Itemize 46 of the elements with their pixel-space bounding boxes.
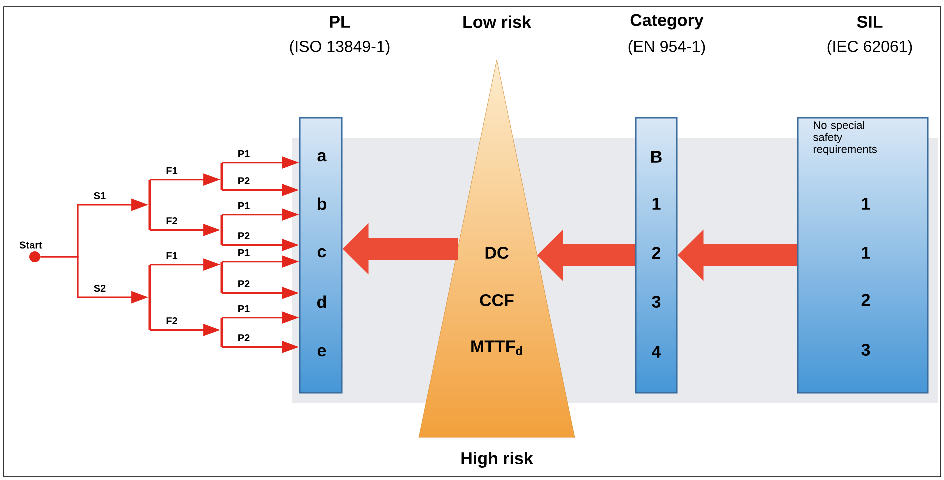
column-value: c: [318, 248, 326, 258]
standard-label: (IEC 62061): [828, 40, 912, 56]
branch-line: [220, 318, 224, 347]
edge-label: P1: [237, 249, 251, 257]
triangle-label: DC: [486, 246, 509, 260]
column-value: 1: [652, 198, 661, 210]
column-heading: PL: [330, 16, 350, 28]
column-heading: Category: [630, 14, 704, 30]
standard-label: (EN 954-1): [628, 40, 706, 56]
triangle-label: MTTF$_{d}$: [472, 340, 522, 356]
edge-label: P1: [237, 305, 251, 313]
column-value: e: [318, 347, 326, 357]
branch-line: [220, 163, 224, 190]
column-value: 1: [862, 247, 870, 259]
edge-label: P1: [237, 150, 251, 158]
edge-label: P2: [237, 177, 251, 185]
branch-line: [148, 265, 152, 330]
column-value: 3: [862, 344, 870, 356]
column-heading: SIL: [857, 16, 883, 28]
edge-label: P2: [237, 280, 251, 288]
edge-label: F2: [166, 217, 178, 225]
column-heading: Low risk: [464, 16, 532, 28]
edge-label: F2: [166, 317, 178, 325]
triangle-label: CCF: [480, 294, 514, 307]
edge-label: P1: [237, 202, 251, 210]
edge-label: S1: [93, 192, 107, 200]
start-label: Start: [20, 242, 42, 249]
column-value: d: [318, 296, 326, 308]
column-value: 4: [652, 346, 662, 358]
standard-label: (ISO 13849-1): [290, 40, 390, 56]
column-value: 2: [862, 294, 870, 306]
edge-label: P2: [237, 334, 251, 342]
edge-label: F1: [166, 252, 178, 260]
branch-line: [148, 180, 152, 230]
column-value: a: [318, 152, 327, 162]
column-value: B: [652, 151, 662, 163]
column-value: b: [318, 198, 326, 210]
column-value: 1: [862, 198, 870, 210]
branch-line: [220, 215, 224, 245]
column-value: 2: [652, 247, 661, 259]
edge-label: P2: [237, 232, 251, 240]
note-text: No special safety requirements: [814, 121, 877, 156]
column-value: 3: [652, 296, 661, 308]
edge-label: S2: [93, 284, 107, 293]
edge-label: F1: [166, 167, 178, 175]
branch-line: [220, 262, 224, 293]
